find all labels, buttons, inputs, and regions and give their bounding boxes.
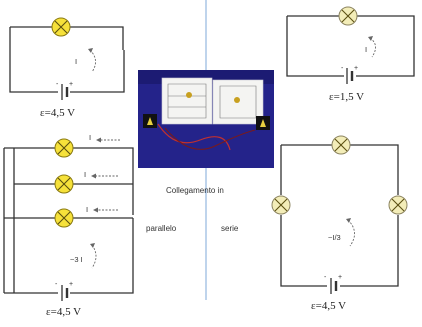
- lamp-parallel-3: [54, 208, 74, 228]
- battery-minus-sign: -: [55, 281, 58, 288]
- current-label-top-right: I: [365, 45, 367, 54]
- arrow-head-icon: [368, 36, 373, 41]
- lamp-series-right: [388, 195, 408, 215]
- lamp-parallel-1: [54, 138, 74, 158]
- battery-minus-sign: -: [56, 81, 59, 88]
- battery-plus-sign: +: [338, 274, 342, 281]
- current-label-total: ~3 I: [70, 255, 83, 264]
- battery-top-right: [346, 68, 354, 84]
- current-arrow-series: [347, 219, 355, 247]
- battery-minus-sign: -: [324, 274, 327, 281]
- current-arrow-total: [91, 244, 97, 269]
- battery-series: [330, 278, 338, 294]
- battery-minus-sign: -: [341, 65, 344, 72]
- lamp-top-right: [338, 6, 358, 26]
- lamp-series-left: [271, 195, 291, 215]
- battery-plus-sign: +: [354, 65, 358, 72]
- arrow-head-icon: [91, 173, 96, 179]
- current-label-branch-1: I: [89, 133, 91, 142]
- current-label-top-left: I: [75, 57, 77, 66]
- experiment-photo: [138, 70, 274, 168]
- arrow-head-icon: [90, 243, 95, 248]
- emf-label-series: ɛ=4,5 V: [311, 300, 346, 312]
- battery-plus-sign: +: [69, 281, 73, 288]
- arrow-head-icon: [96, 137, 101, 143]
- label-collegamento: Collegamento in: [166, 186, 224, 195]
- battery-plus-sign: +: [69, 81, 73, 88]
- circuit-top-right: - + ɛ=1,5 V I: [286, 6, 415, 103]
- battery-top-left: [61, 84, 69, 100]
- label-parallelo: parallelo: [146, 224, 177, 233]
- lamp-series-top: [331, 135, 351, 155]
- circuit-series: ~I/3 - + ɛ=4,5 V: [271, 135, 408, 312]
- current-label-branch-2: I: [84, 170, 86, 179]
- arrow-head-icon: [346, 218, 351, 223]
- circuit-top-left: - + ɛ=4,5 V I: [9, 17, 125, 119]
- label-serie: serie: [221, 224, 239, 233]
- current-label-branch-3: I: [86, 205, 88, 214]
- emf-label-parallel: ɛ=4,5 V: [46, 306, 81, 318]
- emf-label-top-right: ɛ=1,5 V: [329, 91, 364, 103]
- emf-label-top-left: ɛ=4,5 V: [40, 107, 75, 119]
- circuit-parallel: I I I ~3 I - + ɛ=4,5 V: [3, 133, 134, 318]
- lamp-top-left: [51, 17, 71, 37]
- battery-parallel: [61, 285, 69, 301]
- current-label-series: ~I/3: [328, 233, 341, 242]
- arrow-head-icon: [93, 207, 98, 213]
- arrow-head-icon: [88, 48, 93, 53]
- current-arrow-top-left: [89, 49, 96, 73]
- lamp-parallel-2: [54, 174, 74, 194]
- current-arrow-top-right: [369, 37, 376, 58]
